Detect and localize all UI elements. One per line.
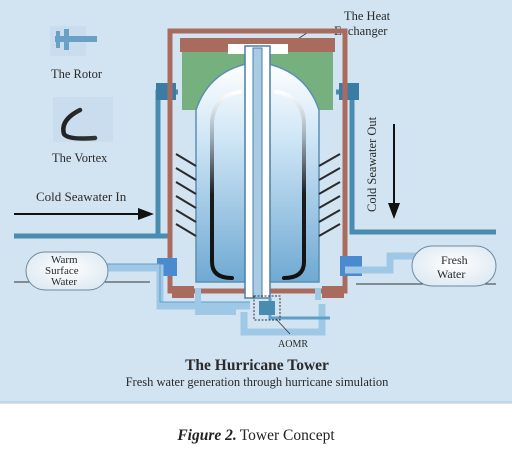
cold-seawater-in-label: Cold Seawater In [36,189,127,204]
cold-seawater-out-label: Cold Seawater Out [365,116,379,212]
warm-surface-water-label-3: Water [51,276,77,288]
figure-number: Figure 2. [177,427,237,444]
figure-caption-text: Tower Concept [239,427,335,444]
vortex-label: The Vortex [52,151,108,165]
baffles-left [175,153,197,237]
rotor-left [156,83,176,100]
warm-surface-water-label-1: Warm [51,254,78,266]
diagram-subtitle: Fresh water generation through hurricane… [126,375,390,389]
fresh-water-tank [411,245,497,287]
fresh-water-label-2: Water [437,267,465,281]
figure-caption: Figure 2.Tower Concept [0,427,512,445]
warm-surface-water-tank [25,251,109,291]
heat-exchanger-label-line1: The Heat [344,9,391,23]
heat-exchanger-label-line2: Exchanger [334,24,388,38]
vortex-arc-right [274,90,306,280]
caption-area [0,404,512,458]
seawater-in-arrow [14,208,154,220]
aomr-unit [253,295,281,321]
fresh-water-label-1: Fresh [441,253,468,267]
vortex-arc-left [210,90,242,280]
warm-surface-water-label-2: Surface [45,265,79,277]
diagram-title: The Hurricane Tower [185,357,329,374]
aomr-label: AOMR [278,339,308,350]
rotor-legend-icon [50,26,97,56]
tower [157,28,362,299]
seawater-out-arrow [388,124,400,219]
rotor-right [339,83,359,100]
baffles-right [318,153,341,237]
vortex-legend-icon [53,97,113,142]
rotor-label: The Rotor [51,67,103,81]
